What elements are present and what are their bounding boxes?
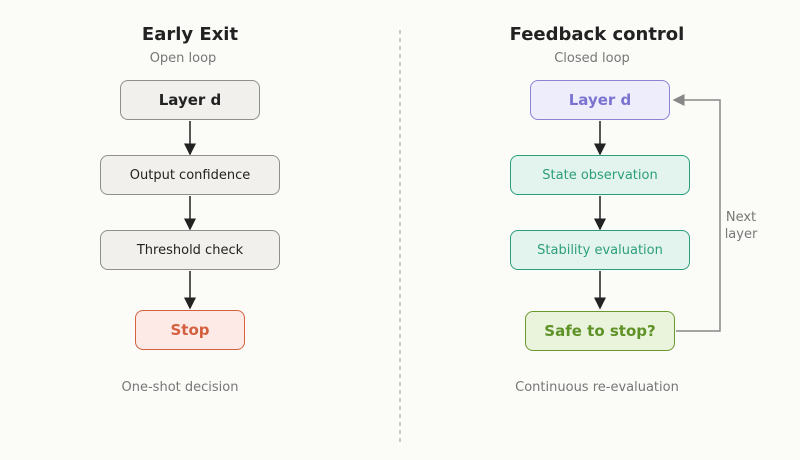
right-node-state-observation: State observation xyxy=(510,155,690,195)
left-node-layer-d: Layer d xyxy=(120,80,260,120)
left-node-stop: Stop xyxy=(135,310,245,350)
left-caption: One-shot decision xyxy=(121,380,239,395)
right-subtitle: Closed loop xyxy=(554,51,630,66)
left-subtitle: Open loop xyxy=(149,51,217,66)
right-node-layer-d: Layer d xyxy=(530,80,670,120)
feedback-loop-arrow xyxy=(672,94,721,332)
left-title: Early Exit xyxy=(141,24,239,45)
loop-label-layer: layer xyxy=(724,227,758,242)
right-node-safe-to-stop: Safe to stop? xyxy=(525,311,675,351)
right-title: Feedback control xyxy=(509,24,685,45)
left-node-threshold-check: Threshold check xyxy=(100,230,280,270)
right-node-stability-evaluation: Stability evaluation xyxy=(510,230,690,270)
left-node-output-confidence: Output confidence xyxy=(100,155,280,195)
loop-label-next: Next xyxy=(725,210,757,225)
right-caption: Continuous re-evaluation xyxy=(515,380,679,395)
